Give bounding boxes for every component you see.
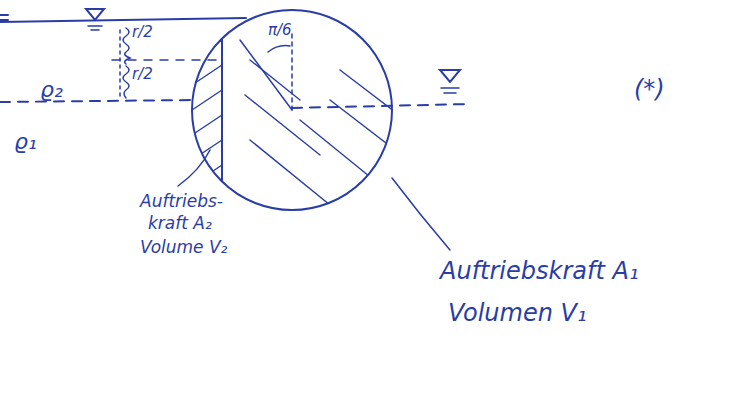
chord xyxy=(221,39,223,181)
brace xyxy=(123,66,129,98)
sketch-label: Auftriebs- xyxy=(140,192,223,211)
surface-symbol xyxy=(86,9,104,20)
sketch-label: r/2 xyxy=(132,66,153,83)
brace xyxy=(123,28,130,64)
leader-line xyxy=(392,178,450,250)
leader-line xyxy=(178,150,210,186)
surface-mark xyxy=(88,26,102,30)
sketch-label: Volume V₂ xyxy=(140,238,227,257)
sketch-label: π/6 xyxy=(268,22,292,39)
angle-line xyxy=(240,40,292,110)
sketch-label: kraft A₂ xyxy=(148,214,212,233)
sketch-label: r/2 xyxy=(132,24,153,41)
ball-outline xyxy=(192,10,392,210)
sketch-label: ϱ₂ xyxy=(40,78,63,102)
dimension-line xyxy=(119,30,121,98)
water-surface xyxy=(0,18,246,22)
sketch-label: Volumen V₁ xyxy=(448,300,587,326)
edge-mark xyxy=(0,15,8,20)
hatch-v1 xyxy=(245,60,395,205)
surface-symbol xyxy=(440,70,460,82)
dashed-level xyxy=(292,104,470,108)
hatch-v2 xyxy=(192,40,222,210)
dashed-level xyxy=(0,100,192,102)
angle-arc xyxy=(268,46,290,52)
sketch-label: ϱ₁ xyxy=(14,130,37,154)
surface-mark xyxy=(441,88,459,93)
sketch-label: Auftriebskraft A₁ xyxy=(440,258,639,284)
sketch-label: (*) xyxy=(634,76,665,102)
angle-line xyxy=(291,30,293,110)
